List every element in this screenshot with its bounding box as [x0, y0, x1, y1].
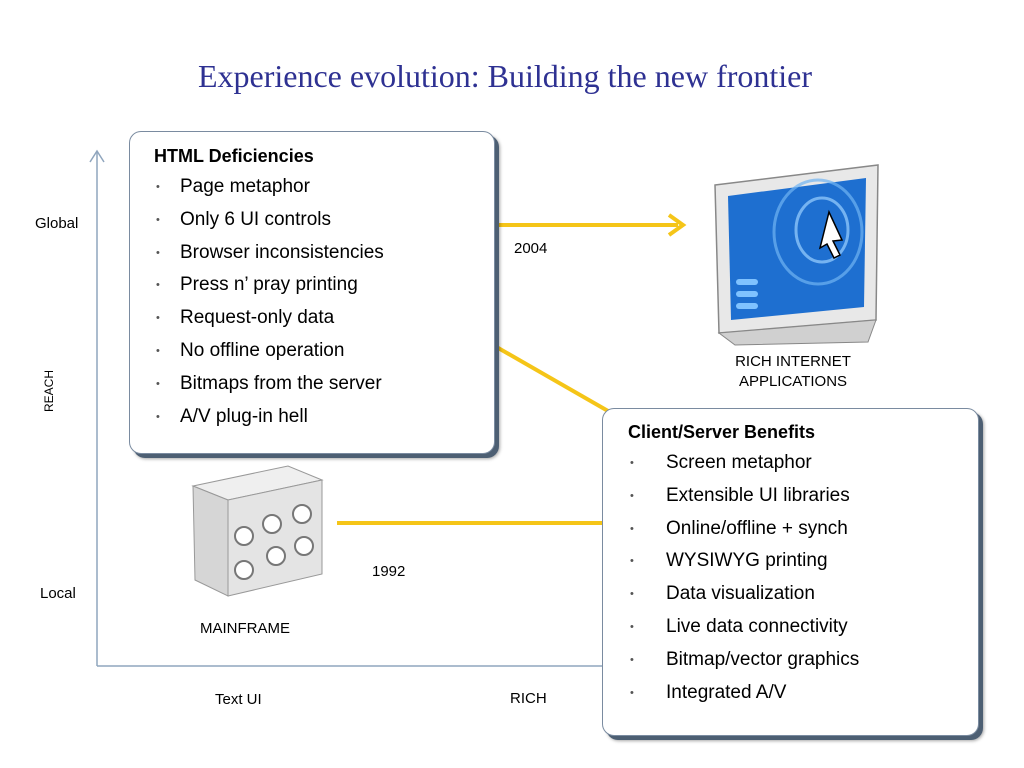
list-item: Page metaphor — [154, 171, 494, 204]
y-tick-local: Local — [40, 585, 76, 602]
list-item: Screen metaphor — [628, 447, 978, 480]
list-item: Press n’ pray printing — [154, 269, 494, 302]
mainframe-label: MAINFRAME — [200, 620, 290, 637]
mainframe-icon — [193, 466, 322, 596]
list-item: Extensible UI libraries — [628, 480, 978, 513]
ria-label: RICH INTERNET APPLICATIONS — [706, 352, 880, 392]
list-item: Bitmap/vector graphics — [628, 644, 978, 677]
html-deficiencies-heading: HTML Deficiencies — [154, 146, 494, 167]
monitor-icon — [715, 165, 878, 345]
html-deficiencies-box: HTML Deficiencies Page metaphor Only 6 U… — [129, 131, 495, 454]
list-item: WYSIWYG printing — [628, 545, 978, 578]
list-item: Online/offline + synch — [628, 513, 978, 546]
client-server-heading: Client/Server Benefits — [628, 422, 978, 443]
y-tick-global: Global — [35, 215, 78, 232]
list-item: Browser inconsistencies — [154, 237, 494, 270]
list-item: Integrated A/V — [628, 677, 978, 710]
html-deficiencies-list: Page metaphor Only 6 UI controls Browser… — [154, 171, 494, 433]
client-server-list: Screen metaphor Extensible UI libraries … — [628, 447, 978, 709]
list-item: Data visualization — [628, 578, 978, 611]
list-item: Request-only data — [154, 302, 494, 335]
x-tick-text-ui: Text UI — [215, 691, 262, 708]
list-item: Bitmaps from the server — [154, 368, 494, 401]
connector-diagonal — [493, 345, 615, 415]
x-tick-rich: RICH — [510, 690, 547, 707]
year-2004: 2004 — [514, 240, 547, 257]
list-item: A/V plug-in hell — [154, 401, 494, 434]
list-item: No offline operation — [154, 335, 494, 368]
ria-label-line1: RICH INTERNET — [706, 352, 880, 372]
list-item: Live data connectivity — [628, 611, 978, 644]
y-axis-label: REACH — [42, 370, 56, 412]
list-item: Only 6 UI controls — [154, 204, 494, 237]
ria-label-line2: APPLICATIONS — [706, 372, 880, 392]
year-1992: 1992 — [372, 563, 405, 580]
client-server-benefits-box: Client/Server Benefits Screen metaphor E… — [602, 408, 979, 736]
